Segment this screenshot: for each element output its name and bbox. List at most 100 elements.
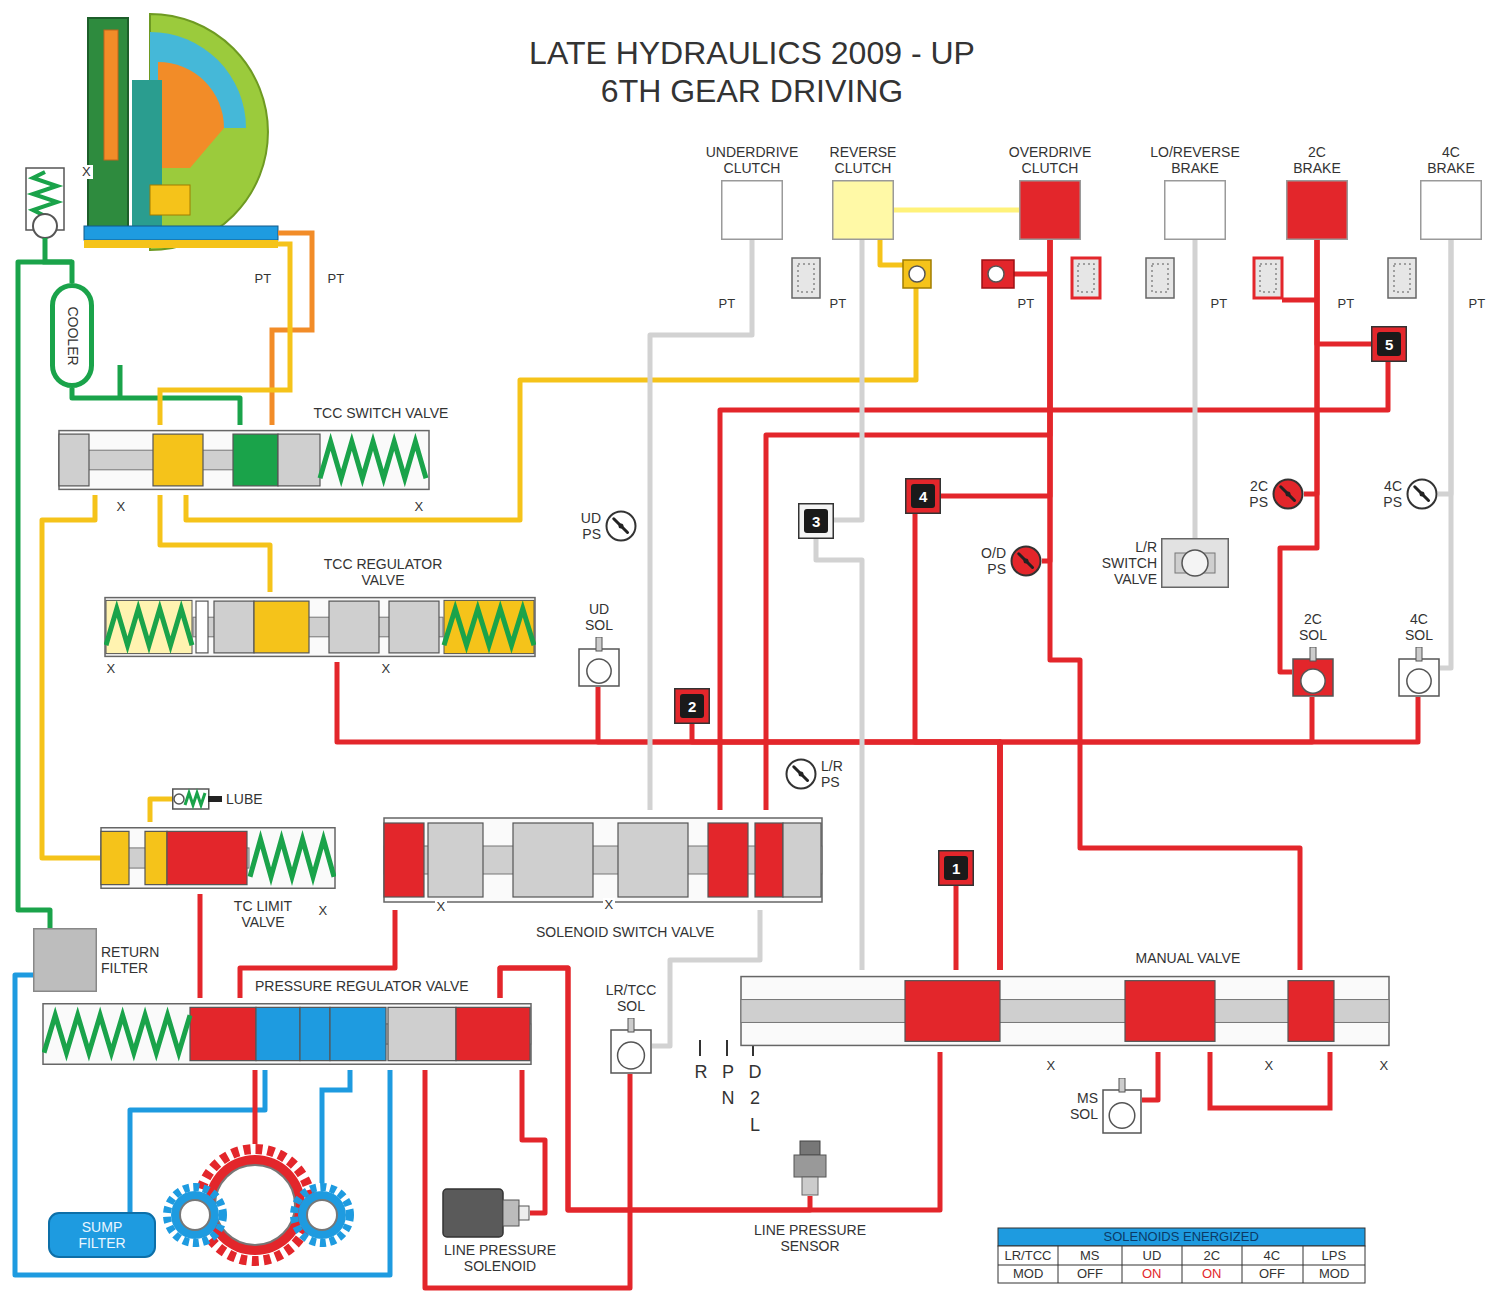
spring-symbol <box>320 442 426 478</box>
exhaust-mark: X <box>105 662 118 677</box>
shape-part <box>145 831 167 884</box>
component-label: 2C PS <box>1238 478 1268 510</box>
gauge-needle <box>614 519 628 533</box>
fluid-line <box>72 388 240 425</box>
shape-part <box>444 600 534 653</box>
component-label: LUBE <box>226 791 263 807</box>
solenoid-ball <box>1407 669 1431 693</box>
fluid-line <box>954 886 959 970</box>
orifice-icon <box>988 266 1004 282</box>
check-valve-icon <box>798 264 814 292</box>
shape-part <box>618 823 688 897</box>
shape-part <box>708 823 748 897</box>
shape-part <box>278 434 320 486</box>
check-ball-symbol <box>174 794 184 804</box>
shape-part <box>59 434 89 486</box>
component-shape <box>1398 647 1440 697</box>
component-label: L/R SWITCH VALVE <box>1097 539 1157 587</box>
shape-part <box>443 1189 503 1237</box>
solenoid: 4C SOL <box>1398 647 1440 697</box>
gauge-pivot <box>799 772 804 777</box>
component-label: OVERDRIVE CLUTCH <box>995 144 1105 176</box>
solenoid: UD SOL <box>578 637 620 687</box>
shape-part <box>1165 181 1226 240</box>
component-label: RETURN FILTER <box>101 944 171 976</box>
gauge-dial <box>607 512 636 541</box>
shape-part <box>755 823 783 897</box>
shape-part <box>196 601 208 653</box>
callout-number: 2 <box>688 698 696 715</box>
shape-part <box>173 789 209 809</box>
component-label: TCC SWITCH VALVE <box>314 405 449 421</box>
component-shape <box>785 758 817 790</box>
check-valve-icon <box>1152 264 1168 292</box>
solenoid: MS SOL <box>1102 1078 1142 1134</box>
fluid-line <box>253 1070 258 1144</box>
shape-part <box>1377 332 1401 356</box>
component-label: TC LIMIT VALVE <box>228 898 298 930</box>
component-label: LR/TCC SOL <box>604 982 659 1014</box>
shape-part <box>1162 539 1229 588</box>
sump-filter: SUMP FILTER <box>48 1212 156 1258</box>
shape-part <box>208 796 222 802</box>
exhaust-mark: X <box>80 165 93 180</box>
table-heading: SOLENOIDS ENERGIZED <box>1102 1230 1261 1245</box>
pump-gear <box>171 1191 219 1239</box>
shape-part <box>513 823 593 897</box>
solenoid-ball <box>1109 1103 1135 1129</box>
shape-part <box>329 601 379 653</box>
component-label: 4C PS <box>1372 478 1402 510</box>
component-shape <box>100 822 336 894</box>
shape-part <box>1125 981 1215 1042</box>
component-shape <box>1272 478 1304 510</box>
clutch-box: REVERSE CLUTCH <box>832 180 894 240</box>
shape-part <box>1020 181 1081 240</box>
shape-part <box>611 1030 651 1073</box>
fluid-line <box>42 495 100 858</box>
solenoid-ball <box>587 659 611 683</box>
gauge-pivot <box>619 524 624 529</box>
shape-part <box>1421 181 1482 240</box>
pressure-solenoid: LINE PRESSURE SOLENOID <box>442 1188 530 1238</box>
valve-body: SOLENOID SWITCH VALVE <box>383 810 823 910</box>
table-cell: ON <box>1140 1267 1164 1282</box>
pressure-tap: PT <box>1016 297 1037 312</box>
component-label: SUMP FILTER <box>62 1219 142 1251</box>
table-rule <box>1182 1246 1183 1283</box>
check-ball-symbol <box>33 214 57 238</box>
shape-part <box>675 689 710 724</box>
fluid-line <box>45 238 72 262</box>
component-label: 2C SOL <box>1296 611 1330 643</box>
pump-gear <box>167 1187 223 1243</box>
shape-part <box>34 929 97 992</box>
table-rule <box>1122 1246 1123 1283</box>
component-shape <box>42 998 532 1070</box>
table-rule <box>1058 1246 1059 1283</box>
exhaust-mark: X <box>1045 1059 1058 1074</box>
component-shape <box>442 1188 530 1238</box>
fluid-line <box>1142 1052 1158 1100</box>
solenoid-ball <box>1301 669 1325 693</box>
fluid-line <box>150 799 172 822</box>
component-shape <box>578 637 620 687</box>
shape-part <box>214 601 254 653</box>
pressure-tap: PT <box>828 297 849 312</box>
gauge-pivot <box>1286 492 1291 497</box>
converter-clutch <box>104 30 118 160</box>
table-cell: MOD <box>1011 1267 1045 1282</box>
range-letter: L <box>748 1115 762 1136</box>
component-shape <box>605 510 637 542</box>
component-shape <box>33 928 97 992</box>
check-valve-icon <box>1078 264 1094 292</box>
pressure-switch: O/D PS <box>1010 545 1042 577</box>
cooler: COOLER <box>50 283 94 388</box>
component-shape <box>1102 1078 1142 1134</box>
table-cell: OFF <box>1257 1267 1287 1282</box>
fluid-line <box>1438 240 1451 494</box>
fluid-line <box>1000 697 1312 970</box>
fluid-line <box>720 362 1388 810</box>
shape-part <box>59 431 429 490</box>
fluid-line <box>118 365 123 398</box>
check-valve-icon <box>1254 258 1282 298</box>
